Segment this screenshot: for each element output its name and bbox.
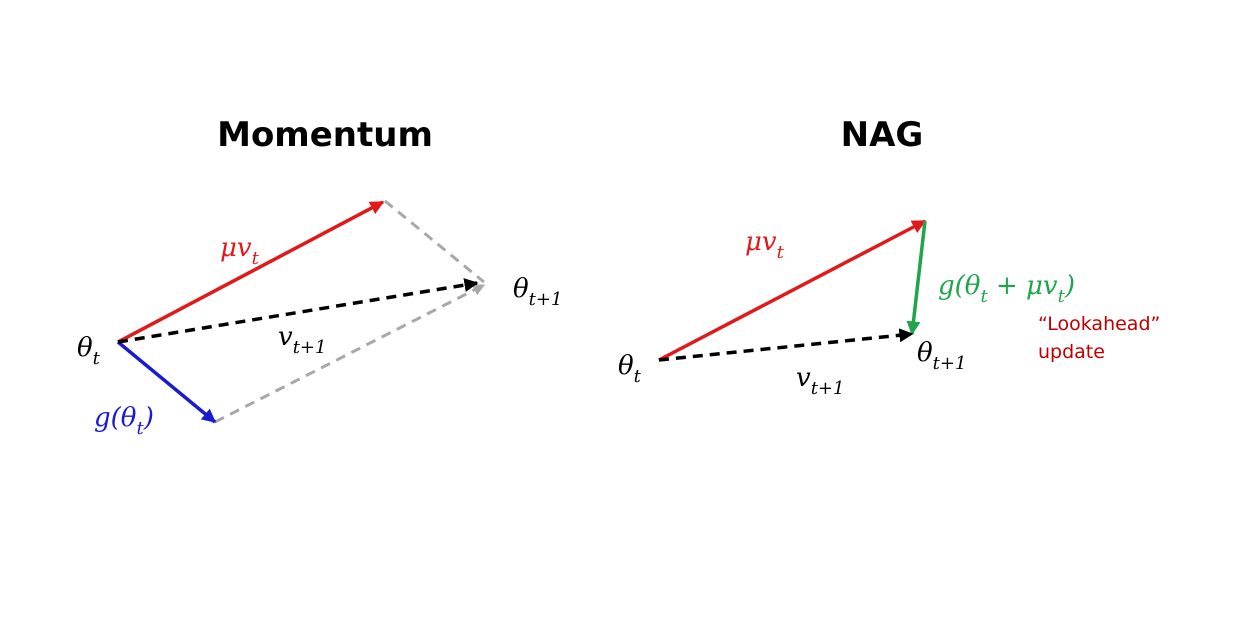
- nag-lookahead-note-line2: update: [1038, 341, 1105, 363]
- momentum-gradient-arrow: [116, 340, 217, 424]
- nag-mu-v-label: μvt: [745, 227, 785, 263]
- momentum-gradient-label: g(θt): [94, 403, 154, 439]
- momentum-theta-t-label: θt: [77, 333, 101, 369]
- nag-theta-next-label: θt+1: [917, 338, 966, 374]
- momentum-v-next-label: vt+1: [278, 322, 326, 358]
- momentum-completion-line-lower: [214, 283, 486, 424]
- nag-gradient-label: g(θt + μvt): [938, 271, 1075, 307]
- nag-theta-t-label: θt: [618, 351, 642, 387]
- nag-title: NAG: [841, 115, 924, 155]
- nag-update-arrow: [658, 328, 914, 362]
- momentum-panel: Momentum θt μvt g(θt) vt+1 θt+1: [77, 115, 562, 439]
- nag-panel: NAG θt μvt g(θt + μvt) “Lookahead” updat…: [618, 115, 1160, 399]
- nag-velocity-arrow: [658, 219, 927, 362]
- nag-lookahead-gradient-arrow: [906, 220, 927, 336]
- momentum-mu-v-label: μvt: [220, 233, 260, 269]
- momentum-velocity-arrow: [117, 200, 385, 344]
- momentum-title: Momentum: [217, 115, 433, 155]
- momentum-update-arrow: [117, 278, 479, 344]
- momentum-theta-next-label: θt+1: [513, 274, 562, 310]
- nag-v-next-label: vt+1: [796, 363, 844, 399]
- nag-lookahead-note-line1: “Lookahead”: [1038, 313, 1160, 335]
- momentum-completion-line-upper: [384, 199, 485, 284]
